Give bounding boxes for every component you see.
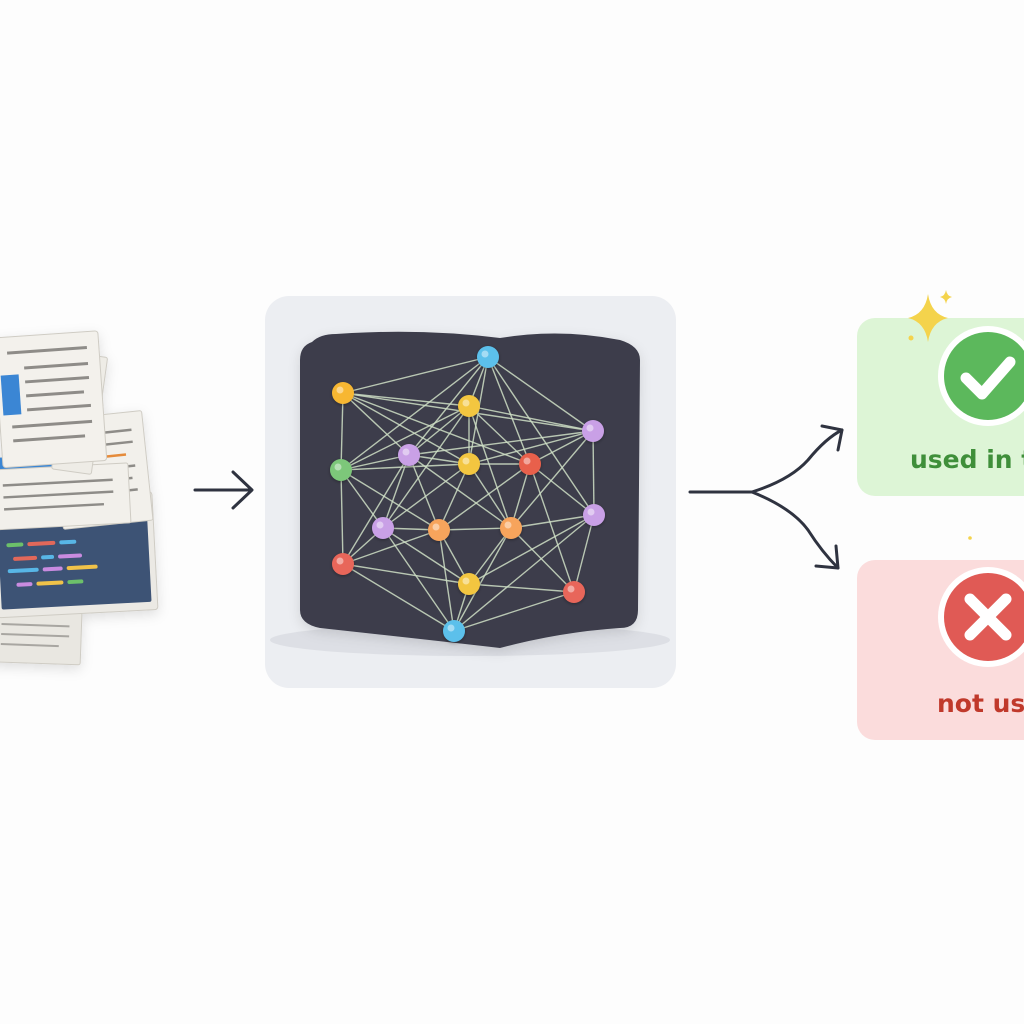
sparkle-icon <box>908 290 952 342</box>
network-edge <box>438 463 531 531</box>
network-edge <box>342 392 470 465</box>
network-edge <box>468 463 512 529</box>
network-edge <box>342 392 531 465</box>
network-node <box>500 517 522 539</box>
network-node <box>583 504 605 526</box>
network-node <box>443 620 465 642</box>
network-edge <box>340 356 489 471</box>
network-edge <box>487 356 595 516</box>
network-edge <box>342 529 440 565</box>
network-edge <box>510 430 594 529</box>
not-used-outcome-card: not use <box>857 536 1024 740</box>
network-edge <box>340 392 344 471</box>
used-label: used in tr <box>910 445 1024 474</box>
network-node <box>332 553 354 575</box>
network-edge <box>453 591 575 632</box>
network-edge <box>468 405 531 465</box>
network-node <box>458 573 480 595</box>
network-node-highlight <box>376 521 384 529</box>
network-edge <box>438 463 470 531</box>
document-stack-icon <box>0 330 159 666</box>
network-node <box>398 444 420 466</box>
network-node <box>330 459 352 481</box>
network-edge <box>408 430 594 456</box>
network-node-highlight <box>462 457 470 465</box>
network-edge <box>340 469 344 565</box>
network-edge <box>468 583 575 593</box>
network-node-highlight <box>586 424 594 432</box>
network-edge <box>382 463 470 529</box>
network-edge <box>382 527 470 585</box>
right-arrow-icon <box>193 470 254 510</box>
network-node-highlight <box>587 508 595 516</box>
network-edge <box>487 356 531 465</box>
network-edge <box>529 463 595 516</box>
not-used-label: not use <box>937 689 1024 718</box>
network-edge <box>340 469 384 529</box>
network-node <box>563 581 585 603</box>
network-edge <box>468 405 594 432</box>
network-node <box>372 517 394 539</box>
network-node-highlight <box>432 523 440 531</box>
network-edge <box>510 463 531 529</box>
network-edge <box>453 514 595 632</box>
network-node-highlight <box>462 399 470 407</box>
network-edge <box>453 527 512 632</box>
network-edges <box>340 356 595 632</box>
network-edge <box>340 454 410 471</box>
branching-arrow-icon <box>688 424 844 570</box>
network-edge <box>342 563 455 632</box>
network-nodes <box>330 346 605 642</box>
network-edge <box>468 514 595 585</box>
network-edge <box>340 405 470 471</box>
network-edge <box>468 405 512 529</box>
used-outcome-card: used in tr <box>857 290 1024 496</box>
network-edge <box>408 405 470 456</box>
network-node-highlight <box>481 350 489 358</box>
network-edge <box>342 392 470 407</box>
network-node-highlight <box>447 624 455 632</box>
network-edge <box>510 514 595 529</box>
network-node <box>332 382 354 404</box>
network-edge <box>529 430 594 465</box>
network-node <box>519 453 541 475</box>
network-node-highlight <box>336 386 344 394</box>
network-node <box>582 420 604 442</box>
network-edge <box>468 430 594 465</box>
network-node-highlight <box>462 577 470 585</box>
network-node <box>428 519 450 541</box>
network-edge <box>438 527 512 531</box>
network-edge <box>408 454 512 529</box>
network-edge <box>487 356 594 432</box>
network-edge <box>573 514 595 593</box>
network-node-highlight <box>336 557 344 565</box>
network-edge <box>510 527 575 593</box>
network-node-highlight <box>334 463 342 471</box>
network-edge <box>342 392 410 456</box>
network-node-highlight <box>402 448 410 456</box>
check-icon <box>944 332 1024 420</box>
network-edge <box>408 356 489 456</box>
network-edge <box>342 563 470 585</box>
network-node <box>458 395 480 417</box>
network-edge <box>382 454 410 529</box>
network-edge <box>342 356 489 394</box>
network-node-highlight <box>523 457 531 465</box>
network-edge <box>408 454 440 531</box>
network-edge <box>529 463 575 593</box>
network-node-highlight <box>504 521 512 529</box>
network-edge <box>340 469 440 531</box>
network-node-highlight <box>567 585 575 593</box>
network-node <box>477 346 499 368</box>
network-edge <box>468 527 512 585</box>
network-node <box>458 453 480 475</box>
neural-network-icon <box>300 331 640 648</box>
network-edge <box>592 430 595 516</box>
network-edge <box>342 454 410 565</box>
